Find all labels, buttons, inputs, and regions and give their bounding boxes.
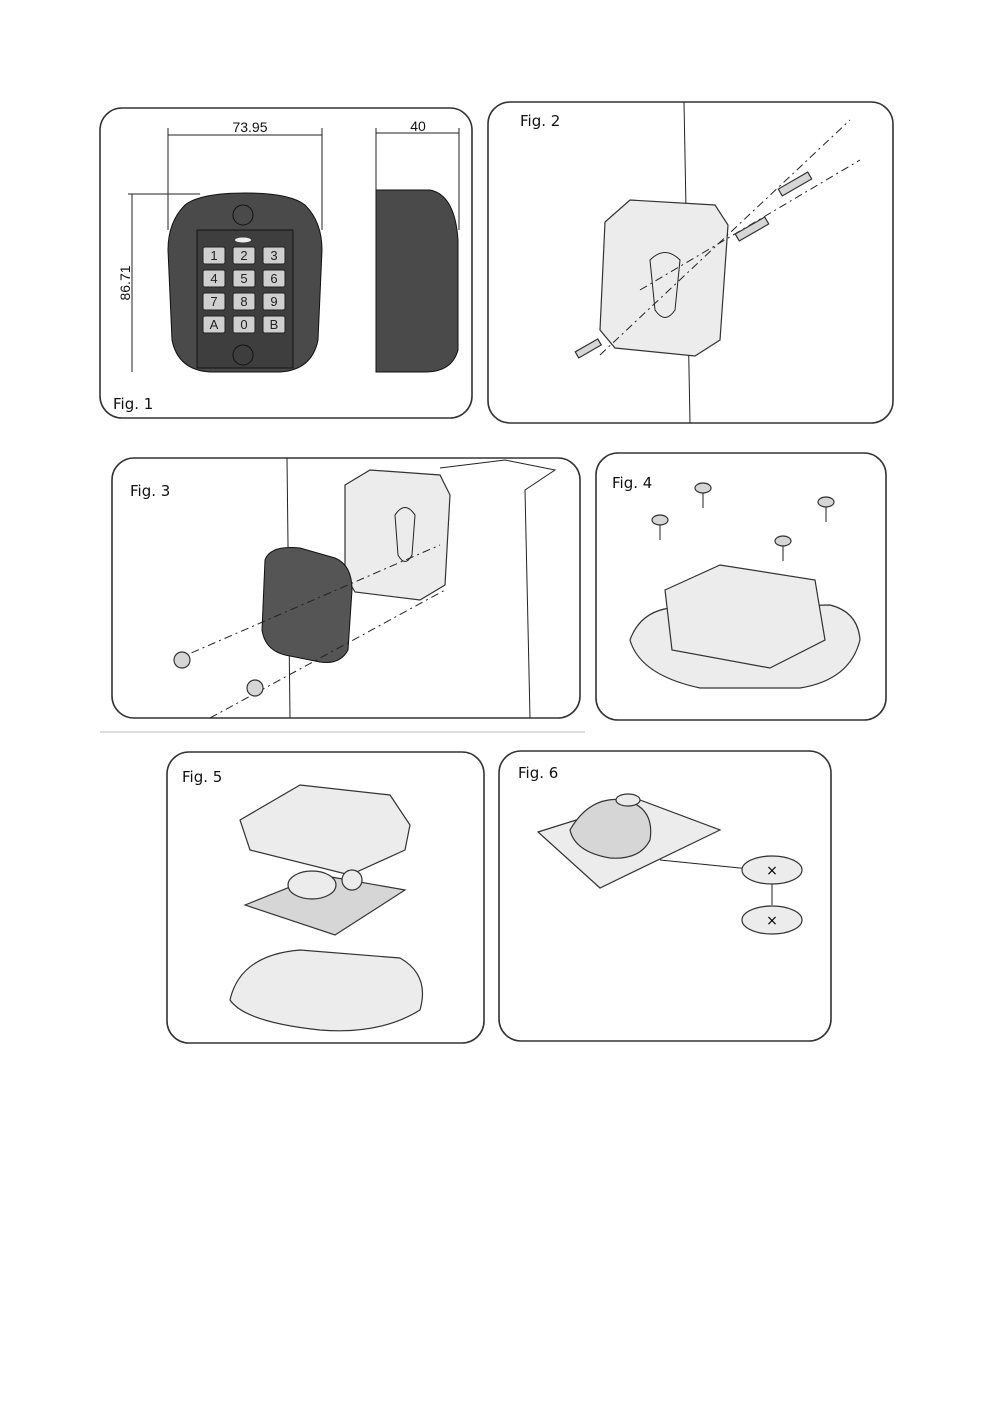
svg-text:×: × — [766, 863, 778, 879]
battery-holder — [569, 798, 652, 859]
figure-6-frame — [498, 750, 832, 1042]
wall-plug-icon — [734, 216, 770, 242]
keypad-unit — [261, 547, 353, 663]
figure-3: Fig. 3 — [111, 457, 581, 719]
figure-2: Fig. 2 — [487, 101, 894, 424]
keypad-key — [262, 246, 286, 265]
battery-holder — [287, 870, 337, 900]
keypad-key-label: 4 — [210, 271, 217, 286]
wall-mount-base — [599, 199, 729, 357]
svg-text:×: × — [766, 913, 778, 929]
electronics-housing — [664, 564, 826, 669]
height-dimension: 86.71 — [117, 265, 133, 300]
depth-dimension: 40 — [410, 118, 426, 134]
keypad-key-label: 1 — [210, 248, 217, 263]
keypad-key — [262, 292, 286, 311]
figure-4-label: Fig. 4 — [612, 474, 652, 492]
keypad-key-label: 7 — [210, 294, 217, 309]
keypad-key-label: 9 — [270, 294, 277, 309]
figure-6-label: Fig. 6 — [518, 764, 558, 782]
keypad-key-label: 5 — [240, 271, 247, 286]
figure-2-label: Fig. 2 — [520, 112, 560, 130]
figure-5: Fig. 5 — [166, 751, 485, 1044]
keypad-key — [262, 315, 286, 334]
screw-icon — [574, 338, 603, 359]
keypad-key — [202, 269, 226, 288]
screw-cap-icon — [173, 651, 191, 669]
figure-5-label: Fig. 5 — [182, 768, 222, 786]
figure-1-label: Fig. 1 — [113, 395, 153, 413]
keypad-key — [202, 246, 226, 265]
keypad-key — [232, 292, 256, 311]
keypad-key-label: 6 — [270, 271, 277, 286]
keypad-key-label: 8 — [240, 294, 247, 309]
coin-battery-icon — [741, 905, 803, 935]
keypad-key-label: 3 — [270, 248, 277, 263]
width-dimension: 73.95 — [232, 119, 267, 135]
keypad-key-label: 0 — [240, 317, 247, 332]
keypad-key — [232, 269, 256, 288]
keypad-key — [202, 292, 226, 311]
wall-mount-base — [344, 469, 451, 601]
screws — [651, 482, 835, 561]
keypad-side-view — [375, 189, 459, 373]
keypad-key — [232, 246, 256, 265]
keypad-key-label: 2 — [240, 248, 247, 263]
wall-plug-icon — [777, 171, 813, 197]
figure-3-label: Fig. 3 — [130, 482, 170, 500]
figure-4: Fig. 4 — [595, 452, 887, 721]
keypad-key-label: B — [270, 317, 279, 332]
figure-6: × × Fig. 6 — [498, 750, 832, 1042]
keypad-key — [262, 269, 286, 288]
keypad-key-label: A — [210, 317, 219, 332]
figure-1: 73.95 40 86.71 1 2 3 4 5 6 7 8 9A 0 B Fig. 1 — [99, 107, 473, 419]
electronics-housing — [239, 784, 411, 876]
keypad-key — [232, 315, 256, 334]
screw-cap-icon — [246, 679, 264, 697]
keypad-key — [202, 315, 226, 334]
coin-battery-icon — [741, 855, 803, 885]
front-cover — [229, 949, 424, 1032]
